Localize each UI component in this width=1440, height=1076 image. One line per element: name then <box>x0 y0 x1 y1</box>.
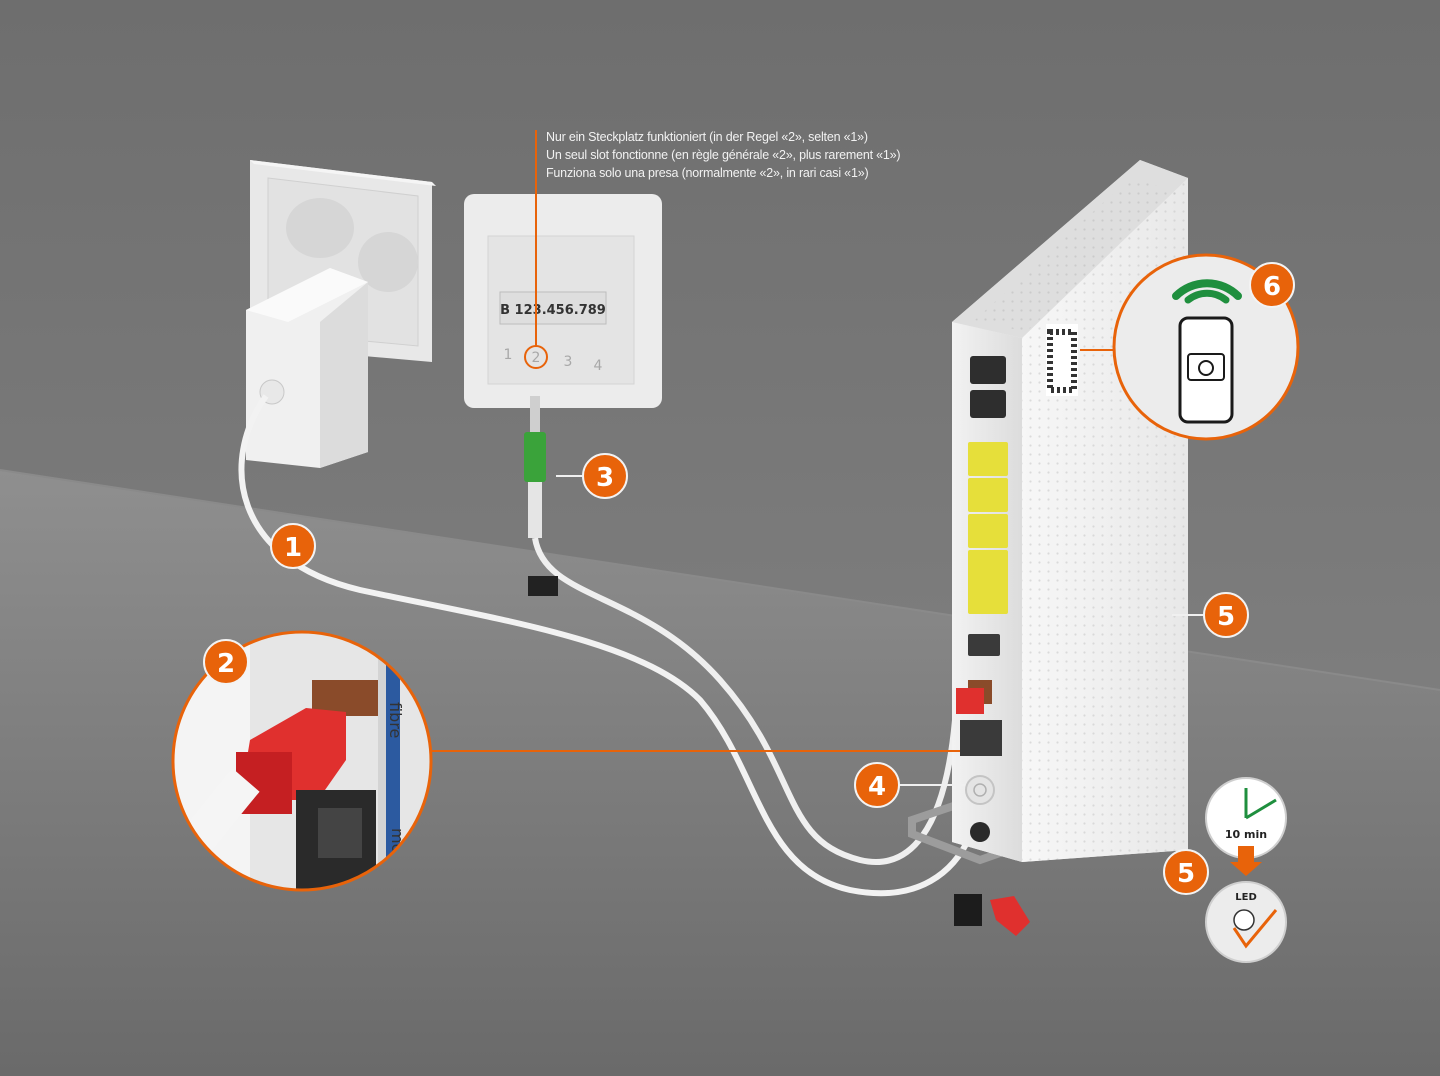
fibre-label: fibre <box>386 702 405 738</box>
svg-text:5: 5 <box>1177 859 1195 889</box>
lan-port-2 <box>968 478 1008 512</box>
svg-text:3: 3 <box>596 463 614 493</box>
lan-port-3 <box>968 514 1008 548</box>
lan-port-4 <box>968 550 1008 584</box>
power-jack <box>970 822 990 842</box>
checkmark-icon <box>1232 909 1278 949</box>
lan-port-5 <box>968 580 1008 614</box>
phone-port-1 <box>970 356 1006 384</box>
slot-note-fr: Un seul slot fonctionne (en règle généra… <box>546 148 901 162</box>
socket-port-1: 1 <box>504 347 513 363</box>
wifi-icon <box>1172 279 1242 300</box>
step-badge-4: 4 <box>854 762 900 808</box>
loose-cap-red <box>990 896 1030 936</box>
timer-callout: 10 min <box>1205 777 1287 876</box>
smartphone-icon <box>1178 316 1234 424</box>
socket-port-3: 3 <box>564 354 573 370</box>
svg-text:2: 2 <box>217 649 235 679</box>
timer-label: 10 min <box>1225 828 1267 841</box>
power-button <box>965 775 995 805</box>
slot-note-it: Funziona solo una presa (normalmente «2»… <box>546 166 869 180</box>
usb-port <box>968 634 1000 656</box>
step-badge-3: 3 <box>582 453 628 499</box>
socket-id-label: B 123.456.789 <box>500 303 606 318</box>
svg-text:1: 1 <box>284 533 302 563</box>
led-label: LED <box>1235 892 1257 903</box>
mobile-port <box>960 720 1002 756</box>
wifi-scan-callout <box>1112 253 1300 441</box>
socket-port-2: 2 <box>532 350 541 366</box>
socket-port-4: 4 <box>594 358 603 374</box>
svg-text:4: 4 <box>868 772 886 802</box>
slot-note: Nur ein Steckplatz funktioniert (in der … <box>546 128 901 182</box>
socket-id-label-box <box>499 291 607 325</box>
step-badge-1: 1 <box>270 523 316 569</box>
power-adapter <box>246 268 368 468</box>
fibre-zoom-callout: fibre mo <box>171 630 433 892</box>
camera-icon <box>1187 353 1225 381</box>
step-badge-6: 6 <box>1249 262 1295 308</box>
qr-code <box>1046 324 1078 396</box>
fibre-plug <box>956 688 984 714</box>
power-cable <box>238 394 973 897</box>
dust-cap <box>528 576 558 596</box>
fibre-socket: B 123.456.789 1 2 3 4 <box>464 194 662 408</box>
svg-text:6: 6 <box>1263 272 1281 302</box>
loose-cap-black <box>954 894 982 926</box>
floor <box>0 470 1440 1076</box>
lan-port-1 <box>968 442 1008 476</box>
fibre-cable <box>524 396 958 865</box>
arrow-down-icon <box>1230 846 1262 876</box>
slot-note-de: Nur ein Steckplatz funktioniert (in der … <box>546 130 868 144</box>
step-badge-2: 2 <box>203 639 249 685</box>
led-callout: LED <box>1205 881 1287 963</box>
phone-port-2 <box>970 390 1006 418</box>
step-badge-5: 5 <box>1203 592 1249 638</box>
step-badge-5-led: 5 <box>1163 849 1209 895</box>
svg-text:5: 5 <box>1217 602 1235 632</box>
led-icon <box>1233 909 1255 931</box>
